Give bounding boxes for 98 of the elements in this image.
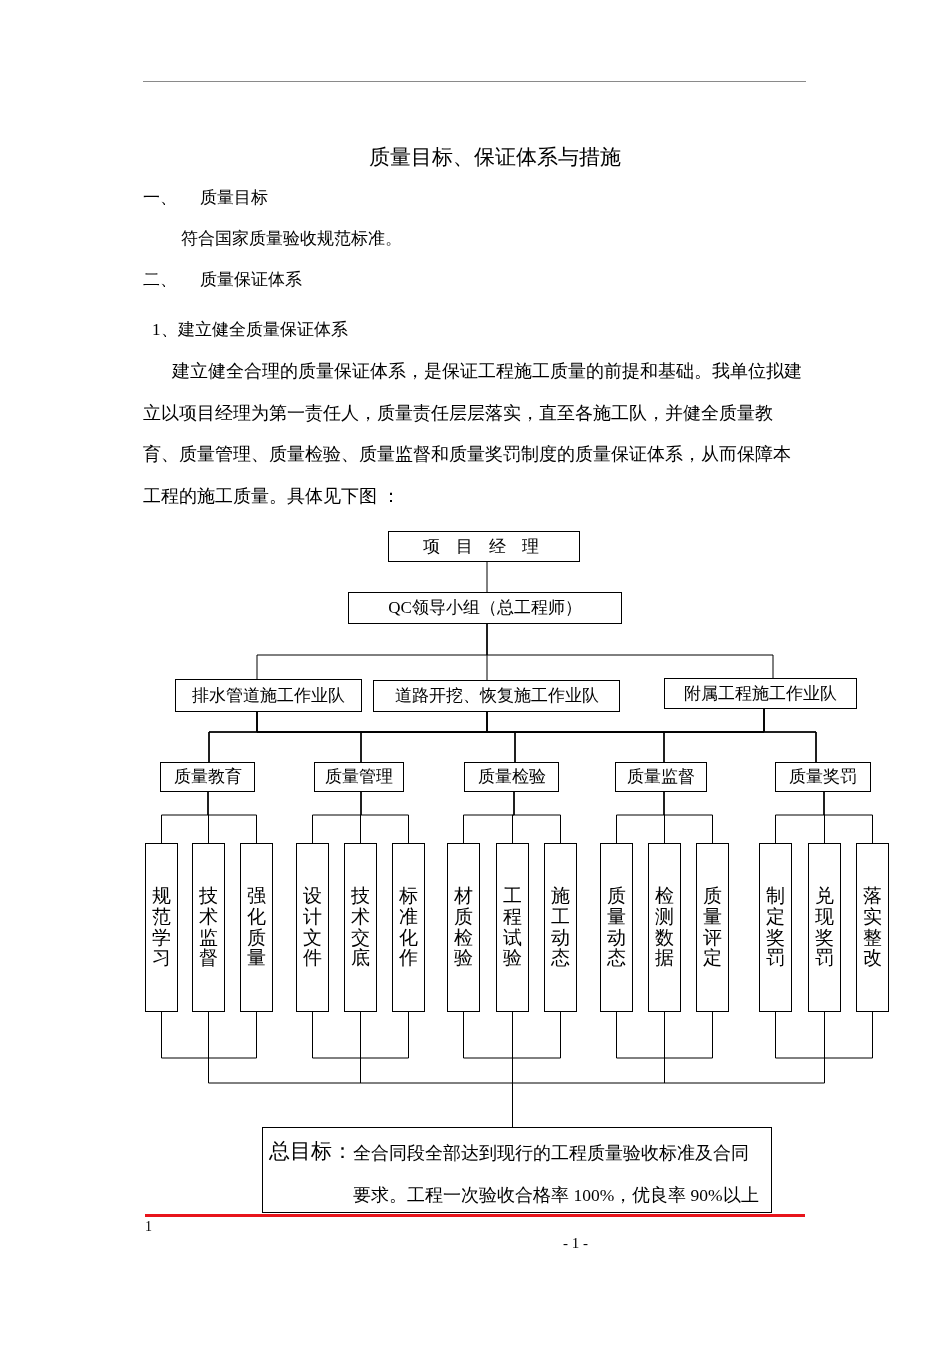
category-label: 质量奖罚 (789, 766, 857, 788)
task-label: 制定奖罚 (766, 885, 785, 970)
goal-heading: 总目标： (269, 1138, 353, 1164)
connector-line (775, 1011, 776, 1059)
connector-line (360, 1011, 361, 1059)
connector-line (664, 1057, 665, 1084)
connector-line (360, 1057, 361, 1084)
category-box (160, 762, 255, 792)
task-label: 设计文件 (303, 885, 322, 970)
category-box (615, 762, 707, 792)
connector-line (512, 1011, 513, 1059)
task-box (192, 843, 225, 1012)
task-box (344, 843, 377, 1012)
team-box (373, 680, 620, 712)
connector-line (824, 1057, 825, 1084)
category-label: 质量监督 (627, 766, 695, 788)
task-label: 标准化作 (399, 885, 418, 970)
page-number: - 1 - (563, 1234, 588, 1252)
connector-line (872, 1011, 873, 1059)
connector-line (775, 1057, 873, 1059)
task-box (856, 843, 889, 1012)
role-box (388, 531, 580, 562)
paragraph: 建立健全合理的质量保证体系，是保证工程施工质量的前提和基础。我单位拟建立以项目经理为第一责任人，质量责任层层落实，直至各施工队，并健全质量教育、质量管理、质量检验、质量监督和质量奖罚制度的质量保证体系，从而保障本工程的施工质量。具体见下图 ： (143, 360, 803, 508)
connector-line (663, 791, 713, 844)
section-heading: 质量保证体系 (200, 269, 302, 291)
task-label: 检测数据 (655, 885, 674, 970)
connector-line (512, 1082, 513, 1128)
task-box (145, 843, 178, 1012)
task-box (648, 843, 681, 1012)
task-box (240, 843, 273, 1012)
team-label: 排水管道施工作业队 (192, 684, 345, 707)
task-label: 质量评定 (703, 885, 722, 970)
task-box (696, 843, 729, 1012)
connector-line (486, 623, 774, 679)
subheading: 1、建立健全质量保证体系 (152, 319, 348, 341)
goal-text: 全合同段全部达到现行的工程质量验收标准及合同要求。工程一次验收合格率 100%，优良率 90%以上 (353, 1142, 760, 1207)
category-box (314, 762, 404, 792)
category-box (464, 762, 559, 792)
connector-line (463, 1011, 464, 1059)
connector-line (463, 1057, 561, 1059)
connector-line (408, 1011, 409, 1059)
connector-line (312, 1011, 313, 1059)
document-title: 质量目标、保证体系与措施 (369, 144, 621, 170)
goal-box (262, 1127, 772, 1213)
task-box (808, 843, 841, 1012)
footnote-number: 1 (145, 1219, 152, 1235)
connector-line (208, 1082, 825, 1084)
connector-line (823, 791, 873, 844)
category-box (775, 762, 871, 792)
connector-line (207, 791, 257, 844)
connector-line (208, 1011, 209, 1059)
task-box (447, 843, 480, 1012)
connector-line (824, 1011, 825, 1059)
connector-line (560, 1011, 561, 1059)
team-box (664, 678, 857, 709)
connector-line (512, 1057, 513, 1084)
task-label: 技术监督 (199, 885, 218, 970)
section-heading: 质量目标 (200, 187, 268, 209)
connector-line (616, 1057, 713, 1059)
connector-line (664, 1011, 665, 1059)
task-label: 技术交底 (351, 885, 370, 970)
task-box (392, 843, 425, 1012)
section-number: 二、 (143, 269, 177, 291)
category-label: 质量管理 (325, 766, 393, 788)
category-label: 质量检验 (477, 766, 546, 788)
connector-line (208, 1057, 209, 1084)
team-label: 道路开挖、恢复施工作业队 (394, 685, 599, 707)
task-label: 材质检验 (454, 885, 473, 970)
task-label: 兑现奖罚 (815, 885, 834, 970)
task-label: 规范学习 (152, 885, 171, 970)
team-label: 附属工程施工作业队 (684, 682, 837, 705)
connector-line (513, 791, 561, 844)
connector-line (161, 1011, 162, 1059)
task-label: 质量动态 (607, 885, 626, 970)
task-label: 工程试验 (503, 885, 522, 970)
task-label: 强化质量 (247, 885, 266, 970)
connector-line (616, 1011, 617, 1059)
team-box (175, 679, 362, 712)
task-box (759, 843, 792, 1012)
task-box (496, 843, 529, 1012)
body-text: 符合国家质量验收规范标准。 (181, 228, 402, 250)
role-box (348, 592, 622, 624)
connector-line (256, 1011, 257, 1059)
connector-line (161, 1057, 257, 1059)
task-box (544, 843, 577, 1012)
role-label: QC领导小组（总工程师） (388, 597, 582, 619)
connector-line (712, 1011, 713, 1059)
task-box (296, 843, 329, 1012)
task-label: 落实整改 (863, 885, 882, 970)
task-label: 施工动态 (551, 885, 570, 970)
category-label: 质量教育 (173, 766, 242, 788)
connector-line (312, 1057, 409, 1059)
section-number: 一、 (143, 187, 177, 209)
connector-line (486, 561, 488, 593)
connector-line (360, 791, 409, 844)
role-label: 项 目 经 理 (422, 535, 546, 558)
connector-line (763, 708, 817, 763)
task-box (600, 843, 633, 1012)
